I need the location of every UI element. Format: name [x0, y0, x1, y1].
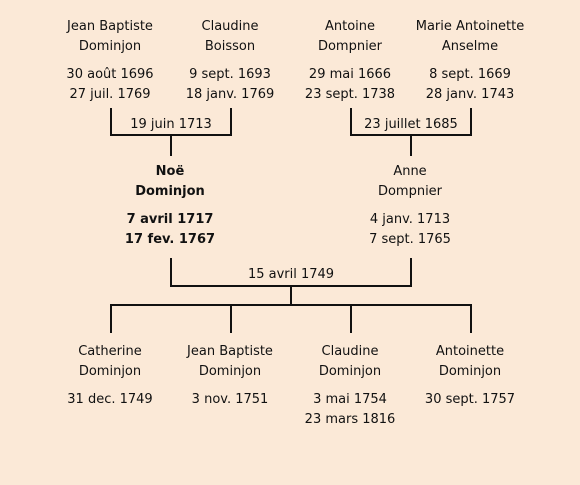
connector-line: [350, 108, 352, 136]
spacer: [400, 57, 540, 65]
person-jean-baptiste-dominjon-junior: Jean Baptiste Dominjon 3 nov. 1751: [160, 342, 300, 410]
connector-line: [170, 136, 172, 156]
person-anne-dompnier: Anne Dompnier 4 janv. 1713 7 sept. 1765: [340, 162, 480, 250]
person-marie-antoinette-anselme: Marie Antoinette Anselme 8 sept. 1669 28…: [400, 17, 540, 105]
person-claudine-dominjon: Claudine Dominjon 3 mai 1754 23 mars 181…: [280, 342, 420, 430]
person-antoinette-dominjon: Antoinette Dominjon 30 sept. 1757: [400, 342, 540, 410]
person-first-name: Jean Baptiste: [187, 344, 273, 359]
person-death-date: 17 fev. 1767: [124, 232, 216, 247]
person-death-date: 23 mars 1816: [304, 412, 396, 427]
person-last-name: Dominjon: [135, 184, 205, 199]
children-bar: [110, 304, 472, 306]
person-last-name: Dominjon: [318, 364, 382, 379]
spacer: [160, 57, 300, 65]
connector-line: [230, 108, 232, 136]
person-first-name: Antoinette: [435, 344, 505, 359]
person-last-name: Anselme: [441, 39, 499, 54]
connector-line: [110, 108, 112, 136]
person-jean-baptiste-dominjon-senior: Jean Baptiste Dominjon 30 août 1696 27 j…: [40, 17, 180, 105]
spacer: [160, 382, 300, 390]
spacer: [340, 202, 480, 210]
marriage-bar: [110, 134, 232, 136]
person-first-name: Marie Antoinette: [415, 19, 525, 34]
connector-line: [470, 108, 472, 136]
connector-line: [350, 306, 352, 333]
person-last-name: Dompnier: [317, 39, 383, 54]
person-birth-date: 8 sept. 1669: [429, 67, 511, 82]
person-first-name: Catherine: [78, 344, 142, 359]
marriage-date-paternal: 19 juin 1713: [130, 117, 212, 132]
person-birth-date: 31 dec. 1749: [67, 392, 153, 407]
spacer: [40, 57, 180, 65]
connector-line: [170, 258, 172, 287]
person-first-name: Claudine: [321, 344, 379, 359]
person-last-name: Boisson: [204, 39, 256, 54]
person-death-date: 23 sept. 1738: [304, 87, 396, 102]
person-birth-date: 4 janv. 1713: [369, 212, 451, 227]
person-birth-date: 3 nov. 1751: [191, 392, 269, 407]
person-birth-date: 30 août 1696: [66, 67, 154, 82]
connector-line: [230, 306, 232, 333]
person-last-name: Dominjon: [78, 364, 142, 379]
person-claudine-boisson: Claudine Boisson 9 sept. 1693 18 janv. 1…: [160, 17, 300, 105]
person-last-name: Dominjon: [78, 39, 142, 54]
person-death-date: 7 sept. 1765: [369, 232, 451, 247]
spacer: [40, 382, 180, 390]
marriage-date-parents: 15 avril 1749: [247, 267, 335, 282]
person-last-name: Dominjon: [438, 364, 502, 379]
person-birth-date: 29 mai 1666: [308, 67, 392, 82]
marriage-date-maternal: 23 juillet 1685: [364, 117, 458, 132]
person-first-name: Claudine: [201, 19, 259, 34]
person-first-name: Jean Baptiste: [67, 19, 153, 34]
person-noe-dominjon: Noë Dominjon 7 avril 1717 17 fev. 1767: [100, 162, 240, 250]
person-death-date: 18 janv. 1769: [185, 87, 275, 102]
person-first-name: Antoine: [324, 19, 376, 34]
person-death-date: 27 juil. 1769: [69, 87, 151, 102]
person-antoine-dompnier: Antoine Dompnier 29 mai 1666 23 sept. 17…: [280, 17, 420, 105]
spacer: [400, 382, 540, 390]
person-birth-date: 9 sept. 1693: [189, 67, 271, 82]
spacer: [280, 382, 420, 390]
person-birth-date: 30 sept. 1757: [424, 392, 516, 407]
connector-line: [410, 258, 412, 287]
spacer: [280, 57, 420, 65]
connector-line: [410, 136, 412, 156]
connector-line: [110, 306, 112, 333]
person-catherine-dominjon: Catherine Dominjon 31 dec. 1749: [40, 342, 180, 410]
connector-line: [290, 287, 292, 305]
marriage-bar: [350, 134, 472, 136]
person-last-name: Dominjon: [198, 364, 262, 379]
person-last-name: Dompnier: [377, 184, 443, 199]
marriage-bar: [170, 285, 412, 287]
person-death-date: 28 janv. 1743: [425, 87, 515, 102]
spacer: [100, 202, 240, 210]
person-first-name: Noë: [155, 164, 185, 179]
person-birth-date: 3 mai 1754: [313, 392, 387, 407]
person-first-name: Anne: [393, 164, 427, 179]
connector-line: [470, 306, 472, 333]
person-birth-date: 7 avril 1717: [126, 212, 214, 227]
